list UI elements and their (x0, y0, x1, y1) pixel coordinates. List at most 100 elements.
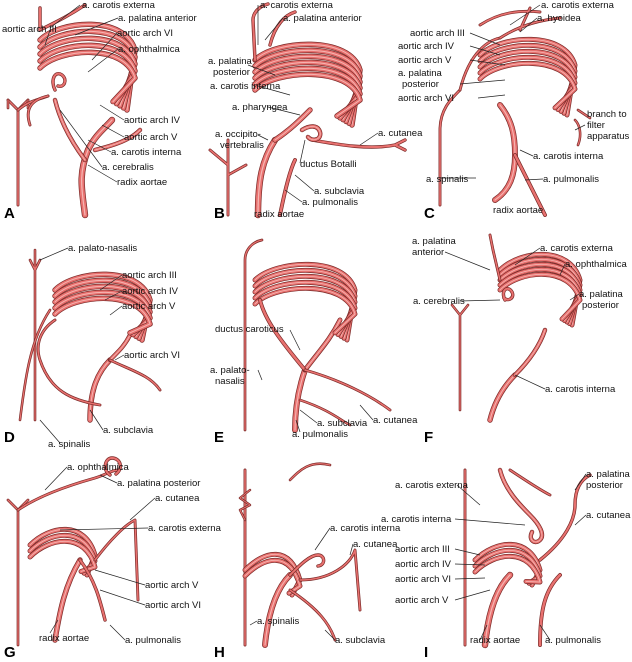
label: ductus Botalli (300, 159, 357, 170)
vessel (477, 42, 578, 116)
leader-line (509, 4, 541, 26)
vessel (497, 271, 583, 322)
vessel (488, 233, 502, 282)
vessel (252, 285, 358, 336)
panel-letter: H (214, 644, 225, 661)
vessel (573, 108, 592, 147)
label: aortic arch III (122, 270, 177, 281)
vessel (252, 47, 363, 126)
label: aortic arch V (398, 55, 452, 66)
label: aortic arch VI (395, 574, 451, 585)
label: a. palatina (412, 236, 456, 247)
vessel (477, 54, 578, 113)
leader-line (454, 563, 486, 566)
vessel (107, 332, 133, 363)
leader-line (456, 484, 481, 506)
vessel (481, 571, 514, 649)
label: a. palatina (579, 289, 623, 300)
panel-letter: D (4, 429, 15, 446)
vessel (299, 124, 323, 142)
label: aortic arch V (395, 595, 449, 606)
leader-line (459, 79, 506, 85)
label: nasalis (215, 376, 245, 387)
label: a. ophthalmica (67, 462, 129, 473)
leader-line (109, 624, 126, 641)
vessel (458, 36, 502, 92)
leader-line (257, 369, 263, 381)
leader-line (324, 629, 336, 641)
vessel (51, 72, 67, 92)
leader-line (249, 620, 258, 626)
leader-line (99, 274, 123, 291)
label: a. cutanea (373, 415, 418, 426)
vessel (262, 572, 293, 648)
label: a. palato- (210, 365, 250, 376)
label: a. palatina (586, 469, 630, 480)
panel-letter: B (214, 205, 225, 222)
leader-line (114, 354, 125, 361)
vessel (92, 127, 143, 153)
vessel (292, 367, 308, 433)
leader-line (257, 134, 269, 141)
label: a. subclavia (103, 425, 154, 436)
leader-line (469, 59, 506, 66)
vessel (278, 158, 297, 217)
vessel (38, 3, 87, 32)
label: a. pulmonalis (543, 174, 599, 185)
label: aortic arch III (410, 28, 465, 39)
label: radix aortae (117, 177, 168, 188)
label: a. palatina anterior (118, 13, 197, 24)
vessel (303, 368, 392, 412)
vessel (243, 238, 264, 432)
leader-line (91, 32, 118, 61)
leader-line (257, 85, 291, 96)
leader-line (314, 527, 331, 551)
panel-letter: E (214, 429, 225, 446)
vessel (513, 153, 547, 217)
leader-line (49, 4, 81, 29)
vessel (37, 49, 138, 105)
leader-line (519, 149, 534, 157)
leader-line (109, 305, 123, 316)
label: aortic arch V (122, 301, 176, 312)
leader-line (479, 624, 488, 641)
label: aortic arch IV (395, 559, 451, 570)
leader-line (359, 132, 379, 146)
vessel (538, 573, 562, 647)
vessel (268, 10, 297, 47)
panel-letter: G (4, 644, 16, 661)
label: a. cerebralis (413, 296, 465, 307)
label: a. palatina (208, 56, 252, 67)
vessel (108, 358, 162, 392)
vessel (26, 94, 50, 127)
label: a. carotis externa (260, 0, 333, 11)
vessel (16, 468, 120, 512)
vessel (288, 553, 326, 577)
vessel (477, 48, 578, 114)
leader-line (519, 17, 538, 33)
leader-line (44, 466, 68, 491)
vessel (252, 41, 363, 128)
vessel (242, 557, 303, 596)
leader-line (104, 290, 123, 301)
label: a. cerebralis (102, 162, 154, 173)
label: radix aortae (39, 633, 90, 644)
label: a. cutanea (155, 493, 200, 504)
label: a. pulmonalis (125, 635, 181, 646)
vessel (254, 136, 279, 219)
vessel (252, 267, 358, 341)
leader-line (129, 497, 156, 521)
label: apparatus (587, 131, 630, 142)
leader-line (94, 569, 146, 586)
vessel (298, 548, 362, 612)
label: a. carotis interna (330, 523, 401, 534)
leader-line (444, 251, 491, 271)
leader-line (89, 409, 104, 431)
label: a. subclavia (314, 186, 365, 197)
label: a. pulmonalis (545, 635, 601, 646)
label: aortic arch V (124, 132, 178, 143)
leader-line (264, 17, 284, 41)
label: a. pharyngea (232, 102, 288, 113)
vessel (288, 462, 332, 482)
label: a. carotis interna (111, 147, 182, 158)
